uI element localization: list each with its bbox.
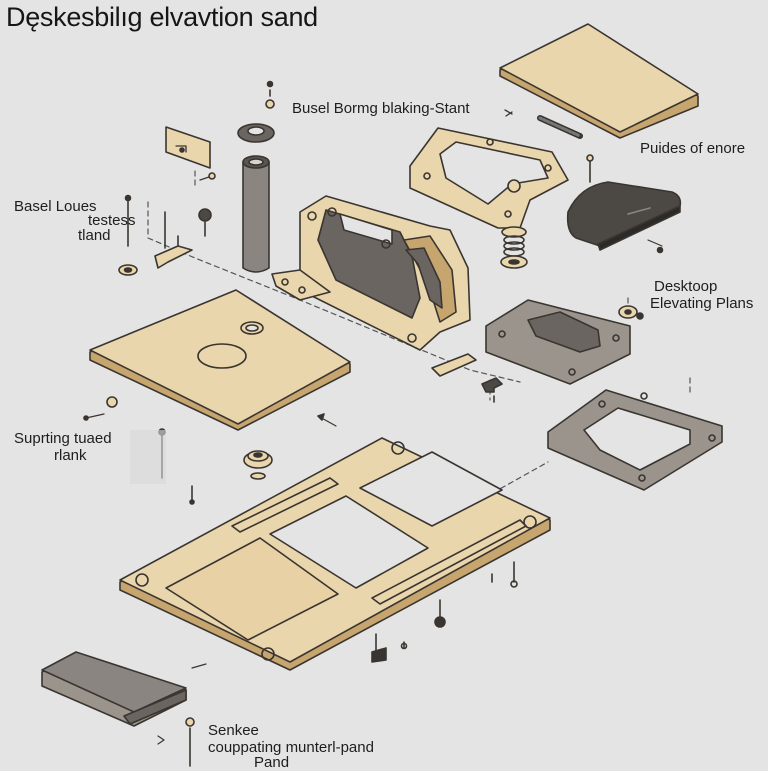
slot-bar [431, 353, 503, 403]
screw-top [265, 80, 275, 109]
left-hardware [118, 194, 212, 276]
main-base-frame [119, 437, 551, 671]
screw-bottom [157, 717, 195, 767]
base-plate-left [89, 289, 351, 431]
label-desktoop-2: Elevating Plans [650, 295, 754, 312]
label-suprting-1: Suprting tuaed [14, 430, 112, 447]
gray-mount-plate [485, 299, 631, 385]
bolts-bottom [191, 561, 518, 669]
gray-frame [547, 389, 723, 491]
label-senkee-3: Pand [254, 754, 290, 771]
control-box [566, 181, 682, 251]
desktop-plate [499, 23, 699, 139]
spring-rod [504, 109, 583, 139]
label-senkee-1: Senkee [208, 722, 259, 739]
lifting-frame [271, 195, 471, 351]
label-senkee-2: couppating munterl-pand [208, 739, 374, 756]
label-busel-bormg: Busel Bormg blaking-Stant [292, 100, 470, 117]
label-suprting-2: rlank [54, 447, 87, 464]
upper-frame [409, 127, 569, 229]
spring-stack [500, 226, 528, 269]
knob [618, 305, 644, 320]
bracket-plate [165, 126, 216, 181]
label-puides: Puides of enore [640, 140, 746, 157]
bottom-panel [41, 651, 187, 727]
diagram-title: Dęskesbilıg elvavtion sand [6, 2, 318, 32]
grommet [243, 450, 273, 480]
label-basel-loues-1: Basel Loues [14, 198, 97, 215]
label-basel-loues-3: tland [78, 227, 111, 244]
label-desktoop-1: Desktoop [654, 278, 718, 295]
label-basel-loues-2: testess [88, 212, 136, 229]
tube-column [237, 123, 275, 273]
shade-patch [130, 430, 166, 484]
